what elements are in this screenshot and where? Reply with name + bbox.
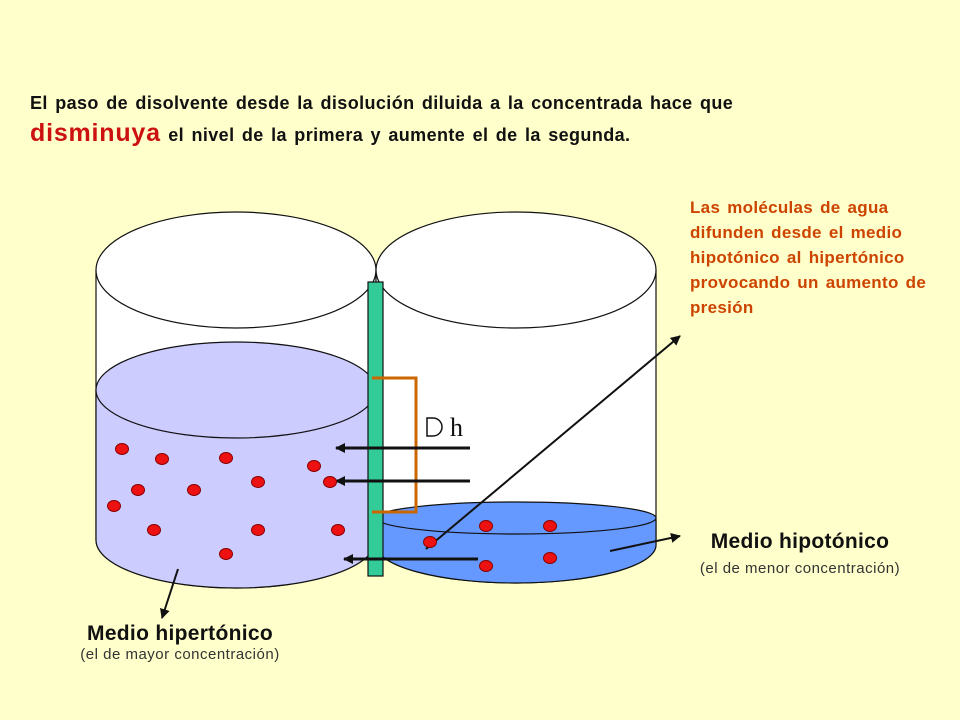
hipertonic-label: Medio hipertónico (el de mayor concentra… xyxy=(20,622,340,663)
title-emphasis: disminuya xyxy=(30,119,161,147)
hipertonic-particles xyxy=(107,443,345,560)
delta-icon xyxy=(426,417,443,437)
particle xyxy=(251,524,265,536)
delta-h-bracket xyxy=(372,376,418,514)
particle xyxy=(331,524,345,536)
left-vessel-top xyxy=(95,211,377,329)
semipermeable-membrane xyxy=(367,281,384,577)
delta-h-label: h xyxy=(450,413,463,442)
annotation-pointer xyxy=(425,335,681,550)
hipertonic-liquid-surface xyxy=(95,341,377,439)
particle xyxy=(543,552,557,564)
hipotonic-label-main: Medio hipotónico xyxy=(710,530,890,553)
hipertonic-pointer xyxy=(160,568,179,619)
particle xyxy=(323,476,337,488)
particle xyxy=(187,484,201,496)
hipertonic-label-sub: (el de mayor concentración) xyxy=(80,646,280,663)
particle xyxy=(307,460,321,472)
right-vessel-top xyxy=(375,211,657,329)
particle xyxy=(423,536,437,548)
title-line-2: el nivel de la primera y aumente el de l… xyxy=(160,125,631,145)
hipotonic-particles xyxy=(423,520,557,572)
right-vessel xyxy=(375,211,657,584)
hipotonic-liquid-surface xyxy=(375,501,657,535)
hipotonic-label: Medio hipotónico (el de menor concentrac… xyxy=(650,530,950,577)
particle xyxy=(147,524,161,536)
hipotonic-pointer xyxy=(609,532,681,552)
particle xyxy=(107,500,121,512)
osmosis-annotation: Las moléculas de agua difunden desde el … xyxy=(690,198,927,317)
hipotonic-liquid xyxy=(375,519,657,584)
particle xyxy=(479,560,493,572)
particle xyxy=(131,484,145,496)
particle xyxy=(479,520,493,532)
particle xyxy=(155,453,169,465)
left-vessel xyxy=(95,211,377,589)
particle xyxy=(251,476,265,488)
particle xyxy=(219,548,233,560)
title-line-1: El paso de disolvente desde la disolució… xyxy=(30,93,734,113)
particle xyxy=(115,443,129,455)
hipertonic-liquid xyxy=(95,389,377,589)
slide-title: El paso de disolvente desde la disolució… xyxy=(30,88,950,150)
particle xyxy=(543,520,557,532)
hipotonic-label-sub: (el de menor concentración) xyxy=(699,560,901,577)
particle xyxy=(219,452,233,464)
hipertonic-label-main: Medio hipertónico xyxy=(87,622,273,645)
